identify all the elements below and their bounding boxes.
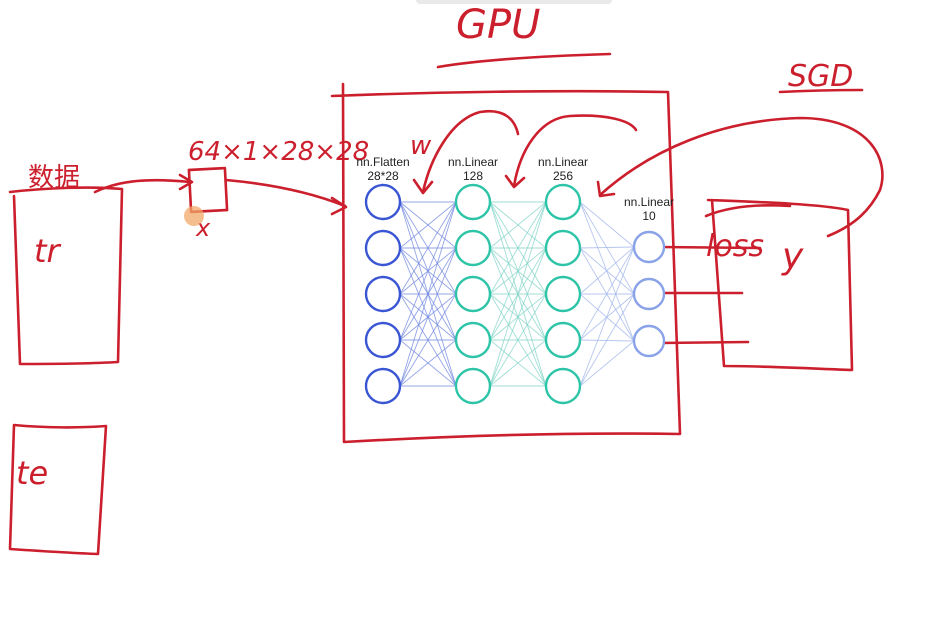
network-layer-labels: nn.Flatten28*28nn.Linear128nn.Linear256n… — [356, 155, 674, 223]
weight-arrow-2 — [512, 114, 638, 188]
connection-1-4-1 — [489, 247, 547, 387]
connection-2-1-0 — [579, 246, 635, 249]
layer-2-node-5 — [454, 367, 492, 405]
layer-3-node-2 — [544, 229, 582, 267]
connection-0-4-1 — [399, 247, 457, 387]
connection-0-3-0 — [399, 201, 457, 341]
layer-4-name: nn.Linear — [624, 195, 674, 209]
layer-4-node-3 — [632, 324, 666, 358]
window-edge-strip — [416, 0, 612, 4]
connection-0-4-2 — [399, 293, 457, 387]
connection-1-4-0 — [489, 201, 547, 387]
test-box — [8, 423, 108, 556]
layer-3-node-4 — [544, 321, 582, 359]
output-line-1 — [658, 245, 762, 250]
loss-box — [706, 198, 854, 372]
layer-2-node-2 — [454, 229, 492, 267]
layer-4-node-1 — [632, 230, 666, 264]
train-label: tr — [34, 232, 62, 270]
batch-to-network-arrow — [224, 178, 347, 208]
layer-1-node-2 — [364, 229, 402, 267]
sgd-arrow — [598, 116, 884, 238]
layer-2-name: nn.Linear — [448, 155, 498, 169]
connection-2-4-0 — [579, 246, 635, 387]
loss-label: loss — [706, 229, 764, 264]
layer-3-node-5 — [544, 367, 582, 405]
sgd-label: SGD — [788, 59, 853, 94]
layer-4-size: 10 — [642, 209, 656, 223]
gpu-underline — [436, 52, 612, 69]
pen-cursor — [184, 206, 204, 226]
test-label: te — [16, 454, 48, 492]
connection-2-2-0 — [579, 246, 635, 295]
layer-2-node-3 — [454, 275, 492, 313]
weight-arrow-1 — [421, 109, 520, 194]
layer-3-node-1 — [544, 183, 582, 221]
layer-1-name: nn.Flatten — [356, 155, 409, 169]
connection-1-4-2 — [489, 293, 547, 387]
output-line-3 — [658, 340, 750, 345]
layer-1-node-5 — [364, 367, 402, 405]
weights-label: w — [410, 131, 432, 161]
gpu-box — [330, 82, 682, 444]
connection-2-4-2 — [579, 340, 635, 387]
sgd-underline — [778, 88, 864, 94]
layer-1-node-3 — [364, 275, 402, 313]
layer-3-name: nn.Linear — [538, 155, 588, 169]
gpu-label: GPU — [456, 2, 540, 48]
connection-2-3-0 — [579, 246, 635, 341]
connection-0-2-0 — [399, 201, 457, 295]
batch-shape-label: 64×1×28×28 — [188, 137, 369, 167]
connection-0-4-3 — [399, 339, 457, 387]
target-y-label: y — [781, 236, 804, 277]
batch-box — [187, 166, 229, 214]
layer-4-node-2 — [632, 277, 666, 311]
layer-1-node-4 — [364, 321, 402, 359]
dataset-label: 数据 — [28, 163, 80, 193]
connection-0-4-0 — [399, 201, 457, 387]
layer-2-size: 128 — [463, 169, 483, 183]
connection-1-1-0 — [489, 201, 547, 249]
connection-2-1-2 — [579, 247, 635, 342]
layer-3-node-3 — [544, 275, 582, 313]
layer-2-node-4 — [454, 321, 492, 359]
connection-1-2-0 — [489, 201, 547, 295]
handwriting-layer — [8, 52, 884, 556]
network-connections — [399, 201, 635, 387]
connection-1-3-0 — [489, 201, 547, 341]
layer-2-node-1 — [454, 183, 492, 221]
layer-1-size: 28*28 — [367, 169, 399, 183]
train-box — [8, 186, 124, 366]
layer-3-size: 256 — [553, 169, 573, 183]
layer-1-node-1 — [364, 183, 402, 221]
connection-1-4-3 — [489, 339, 547, 387]
dataset-to-batch-arrow — [93, 178, 192, 194]
connection-2-0-1 — [579, 201, 635, 295]
connection-2-4-1 — [579, 293, 635, 387]
connection-2-0-0 — [579, 201, 635, 248]
connection-0-1-0 — [399, 201, 457, 249]
network-nodes — [364, 183, 666, 405]
